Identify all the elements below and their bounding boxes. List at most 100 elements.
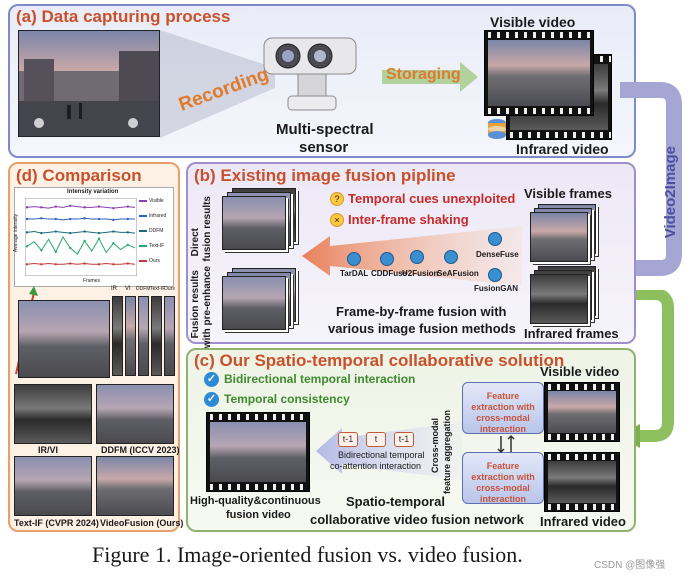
direct-label-2: fusion results xyxy=(202,196,213,262)
multispectral-camera-icon xyxy=(263,37,357,111)
series-line-infrared xyxy=(27,217,135,221)
pipeline-caption-2: various image fusion methods xyxy=(328,321,516,336)
infrared-frames-label: Infrared frames xyxy=(524,326,619,341)
legend-label: Ours xyxy=(149,258,160,264)
infrared-video-label-c: Infrared video xyxy=(540,514,626,529)
series-point-visible xyxy=(25,206,29,209)
check-icon-1: ✓ xyxy=(204,372,219,387)
series-line-visible xyxy=(26,205,136,209)
chart-frame xyxy=(25,198,137,276)
series-point-infrared xyxy=(112,218,115,222)
series-point-ddfm xyxy=(25,231,29,234)
panel-a-title: (a) Data capturing process xyxy=(16,7,231,26)
comparison-strip-ddfm xyxy=(138,296,149,376)
enhance-label-1: Fusion results xyxy=(190,270,201,339)
legend-swatch xyxy=(139,244,147,247)
series-point-ddfm xyxy=(83,230,86,233)
result-ddfm xyxy=(96,384,174,444)
chart-x-axis-label: Frames xyxy=(83,278,100,284)
infrared-video-label-a: Infrared video xyxy=(516,141,609,157)
series-point-text-if xyxy=(69,246,72,250)
seafusion-network-icon xyxy=(444,250,458,264)
output-label-2: fusion video xyxy=(226,509,291,521)
result-irvi xyxy=(14,384,92,444)
series-point-visible xyxy=(112,206,115,210)
legend-swatch xyxy=(139,259,147,262)
biatt-label-1: Bidirectional temporal xyxy=(338,450,425,460)
output-fusion-video xyxy=(206,412,310,492)
network-label-2: collaborative video fusion network xyxy=(310,512,524,527)
storaging-label: Storaging xyxy=(386,66,461,83)
series-point-infrared xyxy=(126,217,129,221)
column-label-ddfm: DDFM xyxy=(136,286,151,292)
method-tardal: TarDAL xyxy=(340,269,369,278)
series-point-ours xyxy=(83,262,86,265)
legend-item-ddfm: DDFM xyxy=(139,228,163,234)
panel-b-title: (b) Existing image fusion pipline xyxy=(194,166,456,185)
label-irvi: IR/VI xyxy=(38,445,59,455)
series-point-ours xyxy=(126,262,129,265)
feat-top-1: Feature xyxy=(486,391,520,401)
comparison-strip-ir xyxy=(112,296,123,376)
issue-temporal-cues: Temporal cues unexploited xyxy=(348,191,516,206)
series-point-text-if xyxy=(25,245,29,248)
chart-y-axis-label: Average intensity xyxy=(13,213,20,253)
network-flow-arrow xyxy=(316,422,462,480)
column-label-vi: VI xyxy=(125,286,131,292)
chart-plot-area xyxy=(25,198,137,276)
legend-item-ours: Ours xyxy=(139,258,160,264)
feature-extraction-visible: Feature extraction with cross-modal inte… xyxy=(462,382,544,434)
bidirectional-swap-icon xyxy=(497,434,515,454)
series-point-visible xyxy=(97,205,101,208)
series-point-ours xyxy=(69,262,72,265)
series-point-visible xyxy=(69,204,72,207)
column-label-textif: Text-IF xyxy=(150,286,166,292)
visible-film-strip xyxy=(484,30,594,116)
series-point-ddfm xyxy=(69,231,72,235)
frame-token-prev: t-1 xyxy=(338,432,358,447)
series-point-text-if xyxy=(83,239,86,243)
series-point-ddfm xyxy=(112,230,115,233)
series-point-ddfm xyxy=(54,230,57,233)
pipeline-caption-1: Frame-by-frame fusion with xyxy=(336,304,507,319)
legend-item-text-if: Text-IF xyxy=(139,243,164,249)
chart-title: Intensity variation xyxy=(67,189,119,195)
output-label-1: High-quality&continuous xyxy=(190,495,321,507)
street-photo xyxy=(18,30,160,137)
legend-item-infrared: Infrared xyxy=(139,213,166,219)
result-textif xyxy=(14,456,92,516)
tardal-network-icon xyxy=(347,252,361,266)
frame-token-next: t-1 xyxy=(394,432,414,447)
comparison-strip-vi xyxy=(125,296,136,376)
method-u2fusion: U2Fusion xyxy=(402,269,439,278)
column-label-ours: Ours xyxy=(164,286,175,292)
panel-d-title: (d) Comparison xyxy=(16,166,142,185)
series-point-ddfm xyxy=(126,231,129,234)
legend-item-visible: Visible xyxy=(139,198,164,204)
direct-label-1: Direct xyxy=(190,228,201,257)
feat-top-4: interaction xyxy=(479,424,526,434)
street-scene-illustration xyxy=(19,51,159,136)
network-label-1: Spatio-temporal xyxy=(346,494,445,509)
legend-label: DDFM xyxy=(149,228,164,234)
check-icon-2: ✓ xyxy=(204,392,219,407)
label-videofusion: VideoFusion (Ours) xyxy=(100,518,184,528)
series-line-text-if xyxy=(26,235,136,255)
comparison-strip-ours xyxy=(164,296,175,376)
method-fusiongan: FusionGAN xyxy=(474,284,518,293)
enhance-label-2: with pre-enhance xyxy=(202,266,213,349)
series-point-ddfm xyxy=(40,231,43,235)
series-point-ours xyxy=(97,263,101,266)
series-point-text-if xyxy=(40,249,43,252)
series-point-visible xyxy=(126,205,129,208)
series-point-infrared xyxy=(69,217,72,221)
video2image-label: Video2Image xyxy=(662,146,679,239)
series-point-ours xyxy=(40,263,43,266)
series-point-ours xyxy=(25,263,29,266)
series-point-text-if xyxy=(97,237,101,240)
frame-token-current: t xyxy=(366,432,386,447)
panel-c-title: (c) Our Spatio-temporal collaborative so… xyxy=(194,351,565,370)
result-videofusion xyxy=(96,456,174,516)
series-point-visible xyxy=(54,205,57,208)
series-point-infrared xyxy=(54,217,57,221)
